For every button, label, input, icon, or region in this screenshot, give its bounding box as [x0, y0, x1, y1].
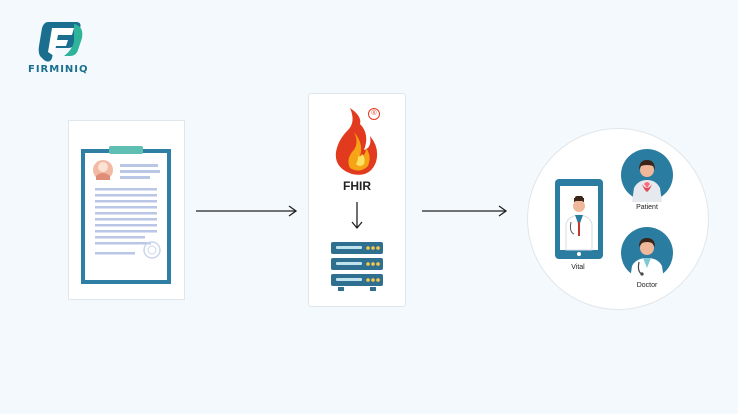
vital-monitor-icon: [555, 179, 603, 259]
flow-arrow-2: [422, 205, 508, 217]
brand-name: FIRMINIQ: [28, 64, 89, 75]
registered-mark: ®: [368, 108, 380, 120]
patient-label: Patient: [636, 204, 658, 211]
medical-record-icon: [81, 146, 171, 284]
flow-arrow-1: [196, 205, 298, 217]
patient-avatar-icon: [621, 149, 673, 202]
fhir-flame-icon: [335, 108, 378, 175]
database-server-icon: [331, 242, 383, 291]
doctor-avatar-icon: [621, 227, 673, 280]
doctor-label: Doctor: [636, 282, 658, 289]
fhir-label: FHIR: [343, 179, 371, 193]
down-arrow-icon: [351, 202, 363, 230]
firminiq-logo-icon: [38, 22, 83, 62]
vital-label: Vital: [571, 264, 585, 271]
